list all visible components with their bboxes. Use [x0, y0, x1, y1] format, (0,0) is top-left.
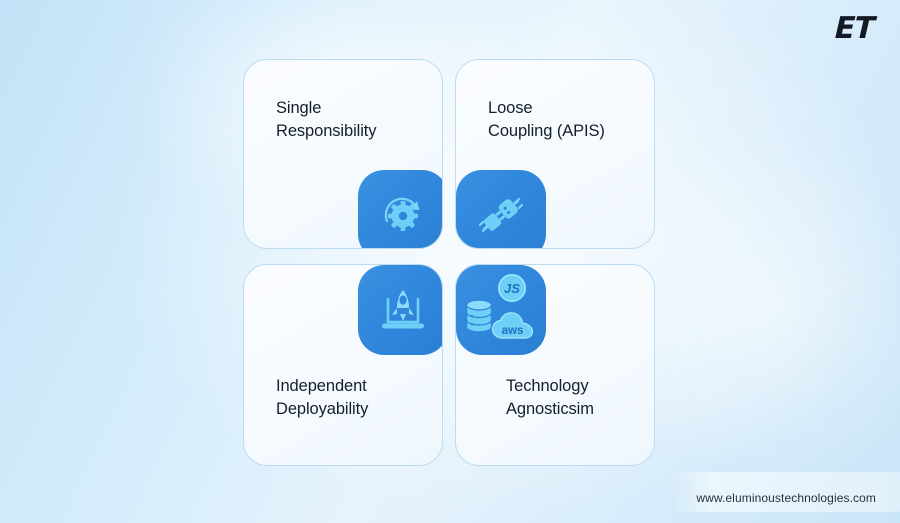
- database-icon: [463, 297, 495, 335]
- card-label: Independent Deployability: [276, 377, 369, 418]
- card-label: Technology Agnosticsim: [506, 377, 594, 418]
- tech-stack-icon: JS: [456, 265, 546, 355]
- footer-band: [672, 472, 900, 512]
- tech-badge-cluster: JS: [463, 273, 539, 347]
- card-single-responsibility[interactable]: Single Responsibility: [243, 59, 443, 249]
- eluminous-technologies-logo: ET: [834, 11, 875, 46]
- card-label: Single Responsibility: [276, 99, 377, 140]
- aws-cloud-icon: aws: [491, 311, 535, 343]
- card-technology-agnosticism[interactable]: Technology Agnosticsim JS: [455, 264, 655, 466]
- card-independent-deployability[interactable]: Independent Deployability: [243, 264, 443, 466]
- card-label: Loose Coupling (APIS): [488, 99, 605, 140]
- gear-refresh-icon: [358, 170, 442, 248]
- card-loose-coupling[interactable]: Loose Coupling (APIS): [455, 59, 655, 249]
- svg-text:JS: JS: [504, 281, 520, 296]
- logo-text: ET: [834, 11, 875, 46]
- svg-text:aws: aws: [502, 325, 524, 337]
- plug-connector-icon: [456, 170, 546, 248]
- javascript-badge-icon: JS: [497, 273, 527, 303]
- footer-url: www.eluminoustechnologies.com: [696, 491, 876, 505]
- rocket-laptop-icon: [358, 265, 442, 355]
- principles-grid: Single Responsibility: [243, 59, 667, 466]
